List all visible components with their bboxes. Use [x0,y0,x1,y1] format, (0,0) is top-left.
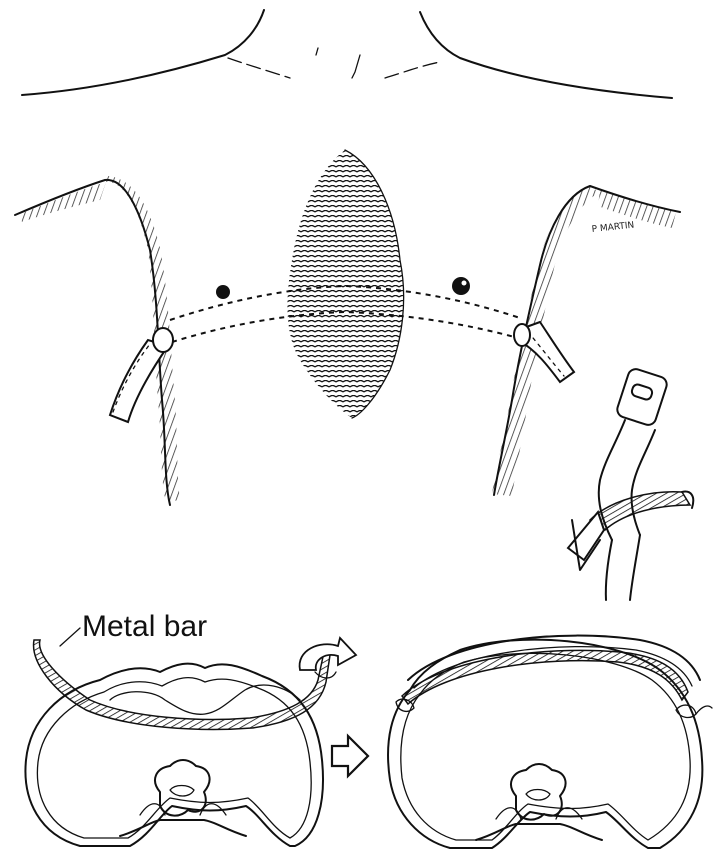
shoulders-outline [22,10,672,98]
svg-text:P MARTIN: P MARTIN [591,221,635,235]
transition-arrow-icon [332,736,368,776]
cross-section-after [388,636,712,848]
cross-section-before: Metal bar [25,610,356,846]
bar-flip-inset [568,367,693,600]
chest-incision-view: P MARTIN [15,150,680,505]
metal-bar-label: Metal bar [82,610,207,643]
